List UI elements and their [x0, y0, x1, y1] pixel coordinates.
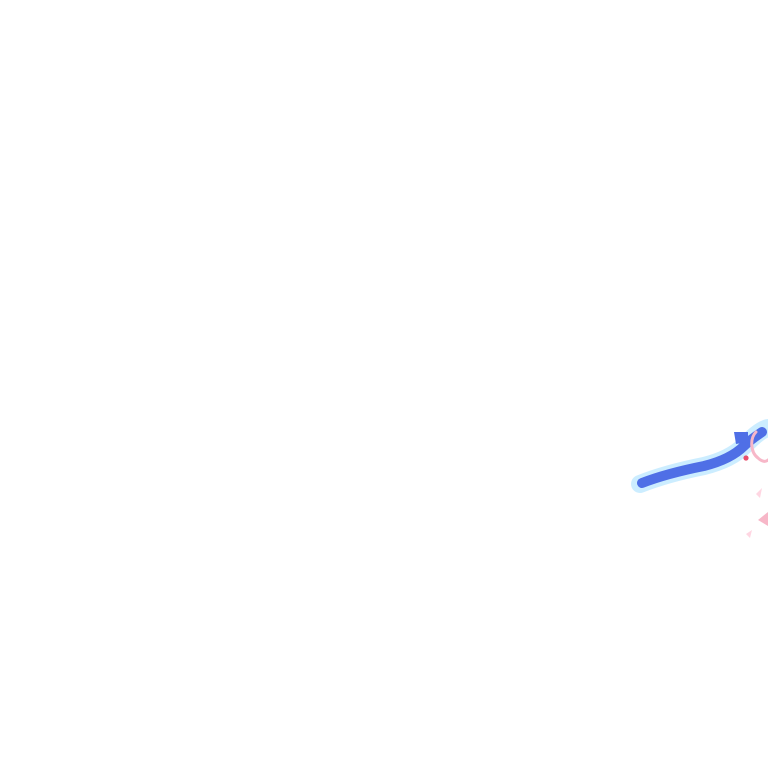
- brush-stroke-knot: [734, 432, 748, 444]
- pink-accent-mark-2: [758, 512, 768, 526]
- pink-accent-mark-3: [746, 530, 752, 538]
- red-accent-dot: [743, 455, 749, 461]
- pink-accent-mark-1: [756, 488, 762, 498]
- pink-accent-curve: [750, 430, 768, 463]
